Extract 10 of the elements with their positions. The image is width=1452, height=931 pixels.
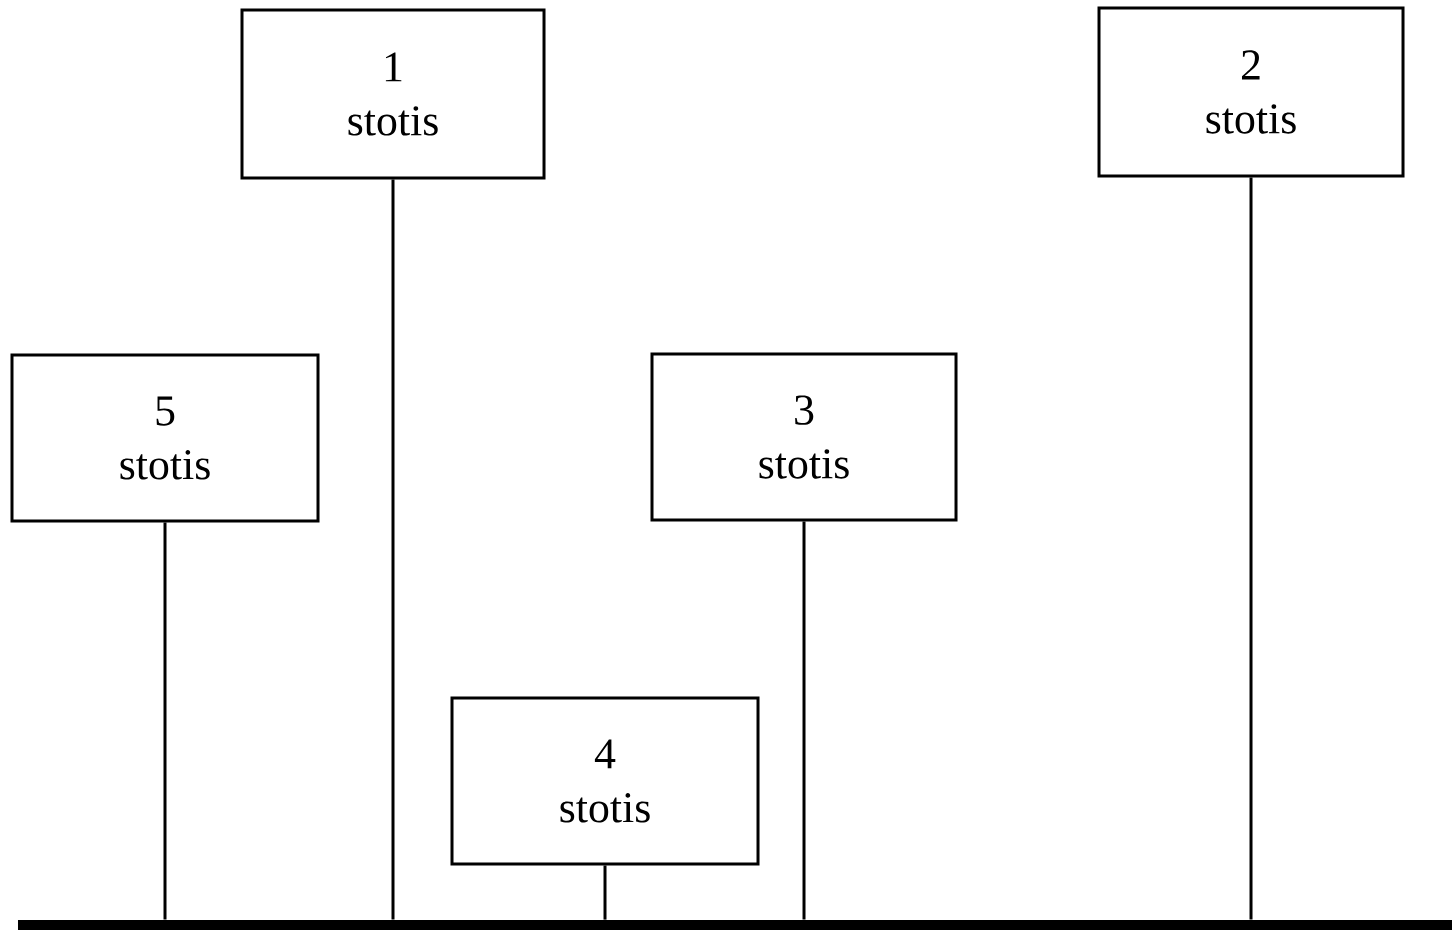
connector-line [603, 865, 607, 920]
station-box: 5 stotis [10, 353, 320, 523]
connector-line [1249, 177, 1253, 920]
station-box: 3 stotis [650, 352, 958, 522]
station-box: 1 stotis [240, 8, 546, 180]
connector-line [163, 522, 167, 920]
connector-line [802, 521, 806, 920]
station-box: 4 stotis [450, 696, 760, 866]
connector-line [391, 179, 395, 920]
station-box: 2 stotis [1097, 6, 1405, 178]
